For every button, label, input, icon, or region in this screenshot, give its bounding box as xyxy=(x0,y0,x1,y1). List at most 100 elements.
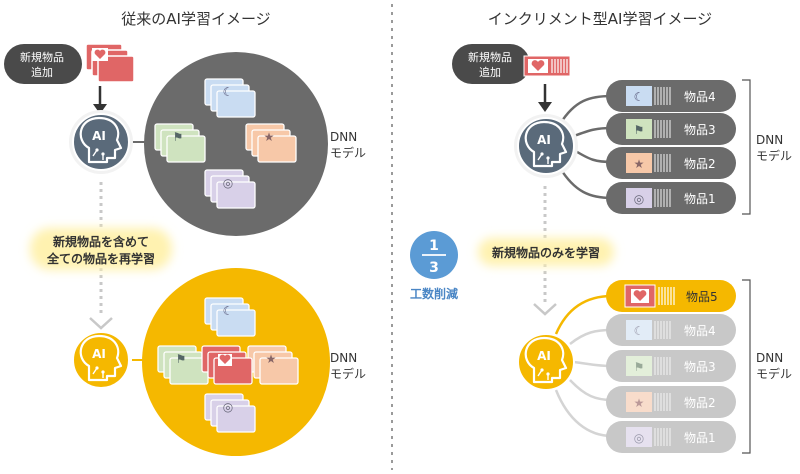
right-dnn2-label-line2: モデル xyxy=(756,366,792,381)
left-new-item-line2: 追加 xyxy=(31,65,53,79)
barcode-icon xyxy=(654,120,671,138)
ring-icon: ◎ xyxy=(634,431,644,445)
moon-icon: ☾ xyxy=(634,90,645,104)
left-title: 従来のAI学習イメージ xyxy=(121,10,270,28)
right-arrow-down-icon xyxy=(538,102,552,112)
right-bottom-item-3-label: 物品3 xyxy=(684,360,716,374)
left-arrow-down-icon xyxy=(93,104,107,114)
star-icon: ★ xyxy=(634,396,645,410)
left-new-item-icon xyxy=(85,43,135,83)
right-new-item-line2: 追加 xyxy=(479,65,501,79)
right-bottom-item-1: ◎ 物品1 xyxy=(606,421,736,453)
flag-icon: ⚑ xyxy=(173,130,184,144)
heart-icon xyxy=(92,48,108,61)
right-bottom-item-4: ☾ 物品4 xyxy=(606,314,736,346)
left-ai-head: AI xyxy=(69,110,133,174)
ring-icon: ◎ xyxy=(223,400,233,414)
left-dnn2-item-moon: ☾ xyxy=(204,297,256,337)
right-ai-head: AI xyxy=(514,114,578,178)
right-bottom-item-2-label: 物品2 xyxy=(684,396,716,410)
right-ai-head-yellow: AI xyxy=(517,333,575,391)
right-dnn-label-line2: モデル xyxy=(756,148,792,163)
right-dnn-label-line1: DNN xyxy=(756,133,783,147)
right-top-item-4-label: 物品4 xyxy=(684,90,716,104)
star-icon: ★ xyxy=(634,157,645,171)
right-top-item-3: ⚑ 物品3 xyxy=(606,113,736,145)
heart-icon xyxy=(531,60,545,71)
star-icon: ★ xyxy=(264,130,275,144)
barcode-icon xyxy=(654,357,671,375)
right-title: インクリメント型AI学習イメージ xyxy=(488,10,712,28)
left-retrain-glow xyxy=(30,228,172,270)
barcode-icon xyxy=(654,87,671,105)
right-top-item-3-label: 物品3 xyxy=(684,123,716,137)
flag-icon: ⚑ xyxy=(634,360,645,374)
left-dnn-circle xyxy=(144,52,328,236)
left-dnn-item-flag: ⚑ xyxy=(154,123,206,163)
heart-icon xyxy=(633,290,647,301)
left-retrain-line2: 全ての物品を再学習 xyxy=(46,251,155,266)
right-top-item-1: ◎ 物品1 xyxy=(606,182,736,214)
right-bottom-item-3: ⚑ 物品3 xyxy=(606,350,736,382)
left-dnn2-label-line2: モデル xyxy=(330,366,366,381)
barcode-icon xyxy=(551,59,568,73)
right-dnn2-label-line1: DNN xyxy=(756,351,783,365)
barcode-icon xyxy=(654,189,671,207)
moon-icon: ☾ xyxy=(223,85,234,99)
left-dnn2-label-line1: DNN xyxy=(330,351,357,365)
right-bottom-item-5: 物品5 xyxy=(606,280,736,312)
right-top-item-2-label: 物品2 xyxy=(684,157,716,171)
left-ai-head-yellow: AI xyxy=(72,331,130,389)
right-top-item-2: ★ 物品2 xyxy=(606,147,736,179)
fraction-numerator: 1 xyxy=(429,238,439,254)
left-dnn-item-ring: ◎ xyxy=(204,169,256,209)
left-ai-label: AI xyxy=(92,129,106,143)
barcode-icon xyxy=(654,154,671,172)
left-retrain-line1: 新規物品を含めて xyxy=(53,234,149,249)
right-dotted-arrow-icon xyxy=(533,303,557,316)
reduction-label: 工数削減 xyxy=(410,286,458,301)
flag-icon: ⚑ xyxy=(634,123,645,137)
right-learn-glow xyxy=(478,238,614,266)
heart-icon xyxy=(218,354,232,366)
left-dnn2-item-heart xyxy=(201,345,253,385)
right-ai-label: AI xyxy=(537,133,551,147)
right-bottom-bracket xyxy=(742,279,751,454)
right-bottom-item-4-label: 物品4 xyxy=(684,324,716,338)
moon-icon: ☾ xyxy=(223,304,234,318)
left-dnn2-item-flag: ⚑ xyxy=(157,345,209,385)
left-dnn-item-moon: ☾ xyxy=(204,78,256,118)
right-bottom-item-1-label: 物品1 xyxy=(684,431,716,445)
right-bottom-item-5-label: 物品5 xyxy=(686,290,718,304)
right-new-item-line1: 新規物品 xyxy=(468,50,512,64)
left-dotted-arrow-icon xyxy=(89,317,113,330)
left-new-item-pill xyxy=(4,44,82,84)
right-top-bracket xyxy=(742,79,751,215)
right-new-item-card xyxy=(523,55,571,77)
right-learn-only-new: 新規物品のみを学習 xyxy=(492,245,600,260)
moon-icon: ☾ xyxy=(634,324,645,338)
left-ai-label-yellow: AI xyxy=(92,347,106,361)
left-dnn-label-line2: モデル xyxy=(330,145,366,160)
left-dnn2-item-ring: ◎ xyxy=(204,393,256,433)
star-icon: ★ xyxy=(266,352,277,366)
barcode-icon xyxy=(658,287,675,305)
left-dnn2-item-star: ★ xyxy=(247,345,299,385)
right-bottom-item-2: ★ 物品2 xyxy=(606,386,736,418)
left-new-item-line1: 新規物品 xyxy=(20,50,64,64)
ring-icon: ◎ xyxy=(223,176,233,190)
right-new-item-pill xyxy=(452,44,530,84)
barcode-icon xyxy=(654,393,671,411)
left-dnn-label-line1: DNN xyxy=(330,130,357,144)
right-top-item-4: ☾ 物品4 xyxy=(606,80,736,112)
barcode-icon xyxy=(654,321,671,339)
right-ai-label-yellow: AI xyxy=(537,349,551,363)
flag-icon: ⚑ xyxy=(176,352,187,366)
right-top-item-1-label: 物品1 xyxy=(684,192,716,206)
left-dnn-item-star: ★ xyxy=(245,123,297,163)
ring-icon: ◎ xyxy=(634,192,644,206)
fraction-denominator: 3 xyxy=(429,260,439,276)
barcode-icon xyxy=(654,428,671,446)
